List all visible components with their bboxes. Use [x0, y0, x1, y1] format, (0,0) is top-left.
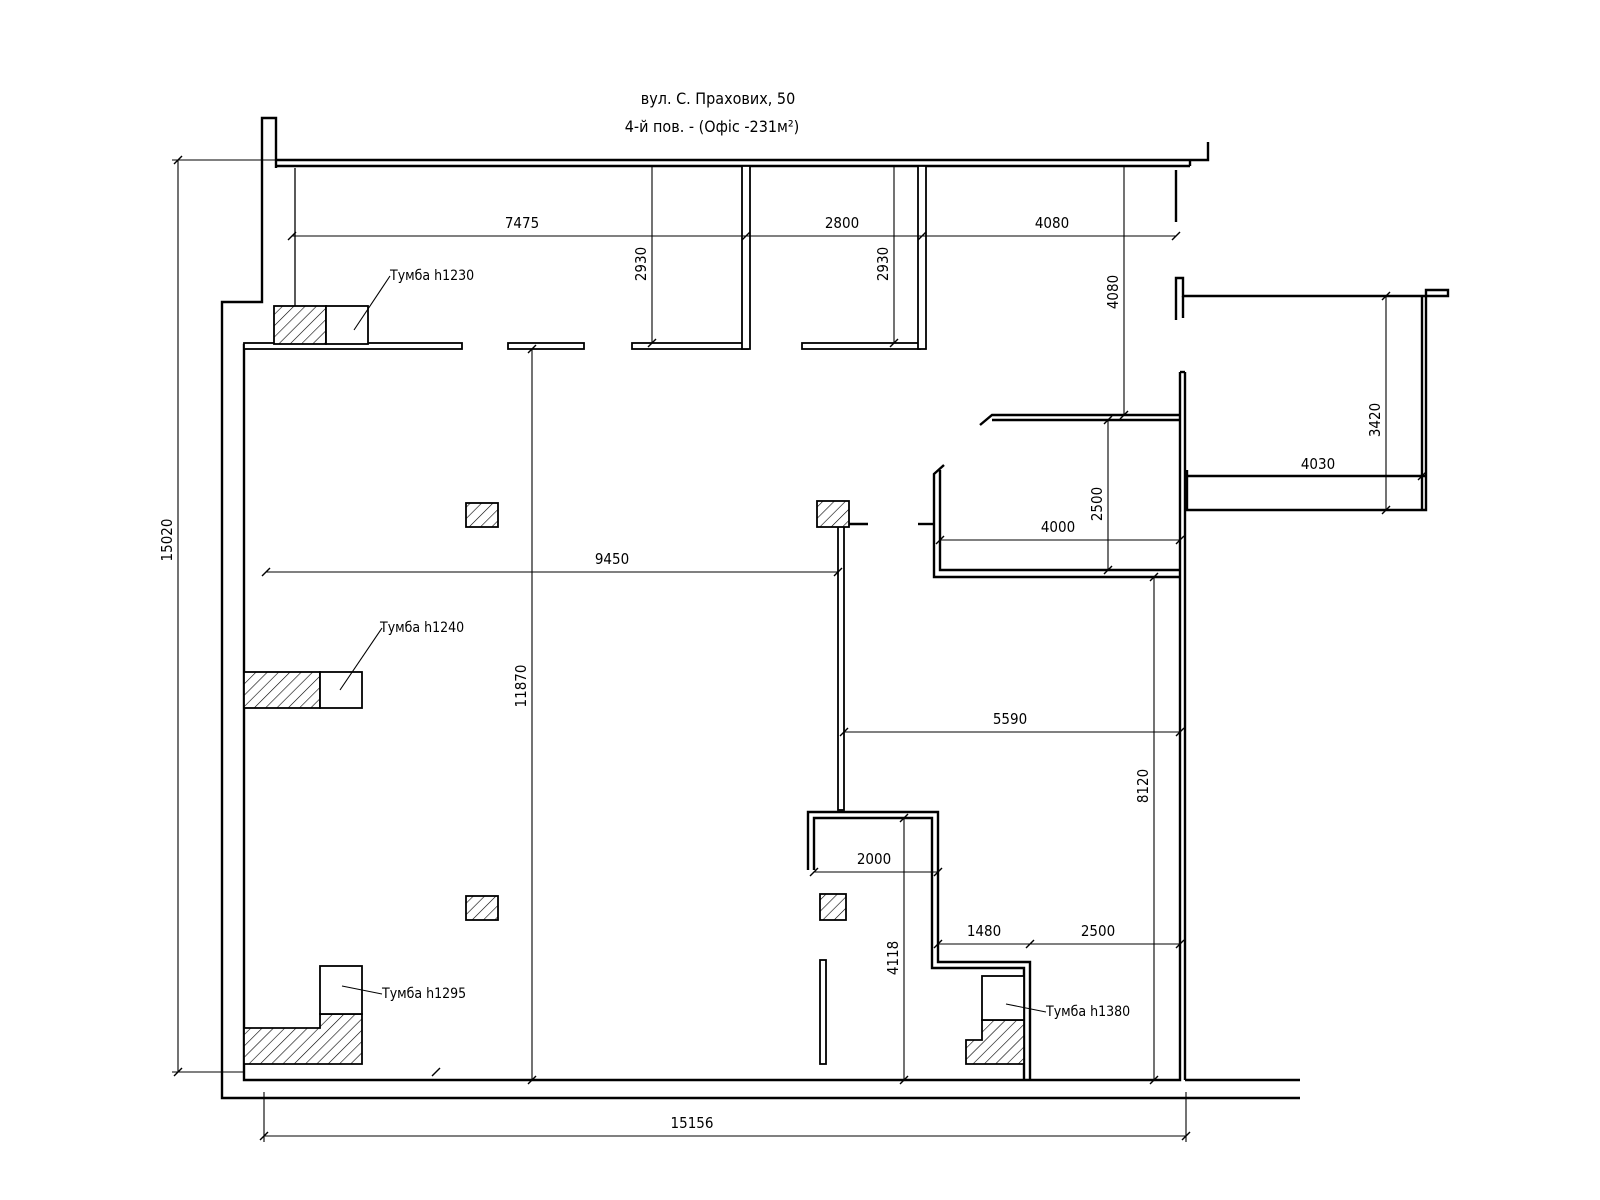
middle-right-room [918, 413, 1180, 579]
column [816, 500, 850, 528]
dimension-texts: 7475 2800 4080 2930 2930 4080 3420 4030 … [158, 214, 1384, 1132]
dim-5590: 5590 [993, 710, 1027, 728]
dimension-lines [172, 155, 1427, 1142]
dim-3420: 3420 [1366, 403, 1384, 437]
dim-2930-b: 2930 [874, 247, 892, 281]
exterior-walls [220, 116, 1300, 1100]
dim-4080-v: 4080 [1104, 275, 1122, 309]
partition-wall [837, 523, 845, 811]
columns [243, 305, 1025, 1065]
partition-wall [917, 165, 927, 350]
dim-9450: 9450 [595, 550, 629, 568]
dim-15020: 15020 [158, 519, 176, 562]
dim-1480: 1480 [967, 922, 1001, 940]
tumba-box [325, 305, 369, 345]
tumba-box [981, 975, 1025, 1021]
partition-wall [741, 165, 751, 350]
column [465, 895, 499, 921]
dim-4000: 4000 [1041, 518, 1075, 536]
balcony-block [1174, 276, 1450, 512]
dim-2800: 2800 [825, 214, 859, 232]
wall-segment [507, 342, 585, 350]
dim-4118: 4118 [884, 941, 902, 975]
dim-2500-h: 2500 [1081, 922, 1115, 940]
column [273, 305, 327, 345]
column [965, 1019, 1025, 1065]
dim-2500-v: 2500 [1088, 487, 1106, 521]
dim-11870: 11870 [512, 665, 530, 708]
column [465, 502, 499, 528]
tumba-label-4: Тумба h1380 [1045, 1004, 1130, 1020]
tumba-box [319, 965, 363, 1015]
dim-2000: 2000 [857, 850, 891, 868]
tumba-label-2: Тумба h1240 [379, 620, 464, 636]
tumba-label-3: Тумба h1295 [381, 986, 466, 1002]
wall-segment [801, 342, 921, 350]
tumba-box [319, 671, 363, 709]
column [819, 893, 847, 921]
dim-4030: 4030 [1301, 455, 1335, 473]
dim-7475: 7475 [505, 214, 539, 232]
dim-8120: 8120 [1134, 769, 1152, 803]
dim-2930-a: 2930 [632, 247, 650, 281]
title-line-2: 4-й пов. - (Офіс -231м²) [625, 117, 800, 136]
title-line-1: вул. С. Прахових, 50 [641, 89, 795, 108]
upper-rooms [243, 165, 927, 350]
dim-15156: 15156 [671, 1114, 714, 1132]
tumba-label-1: Тумба h1230 [389, 268, 474, 284]
tumba-labels: Тумба h1230 Тумба h1240 Тумба h1295 Тумб… [339, 268, 1130, 1020]
column [243, 1013, 363, 1065]
partition-wall [819, 959, 827, 1065]
column [243, 671, 321, 709]
dim-4080-h: 4080 [1035, 214, 1069, 232]
